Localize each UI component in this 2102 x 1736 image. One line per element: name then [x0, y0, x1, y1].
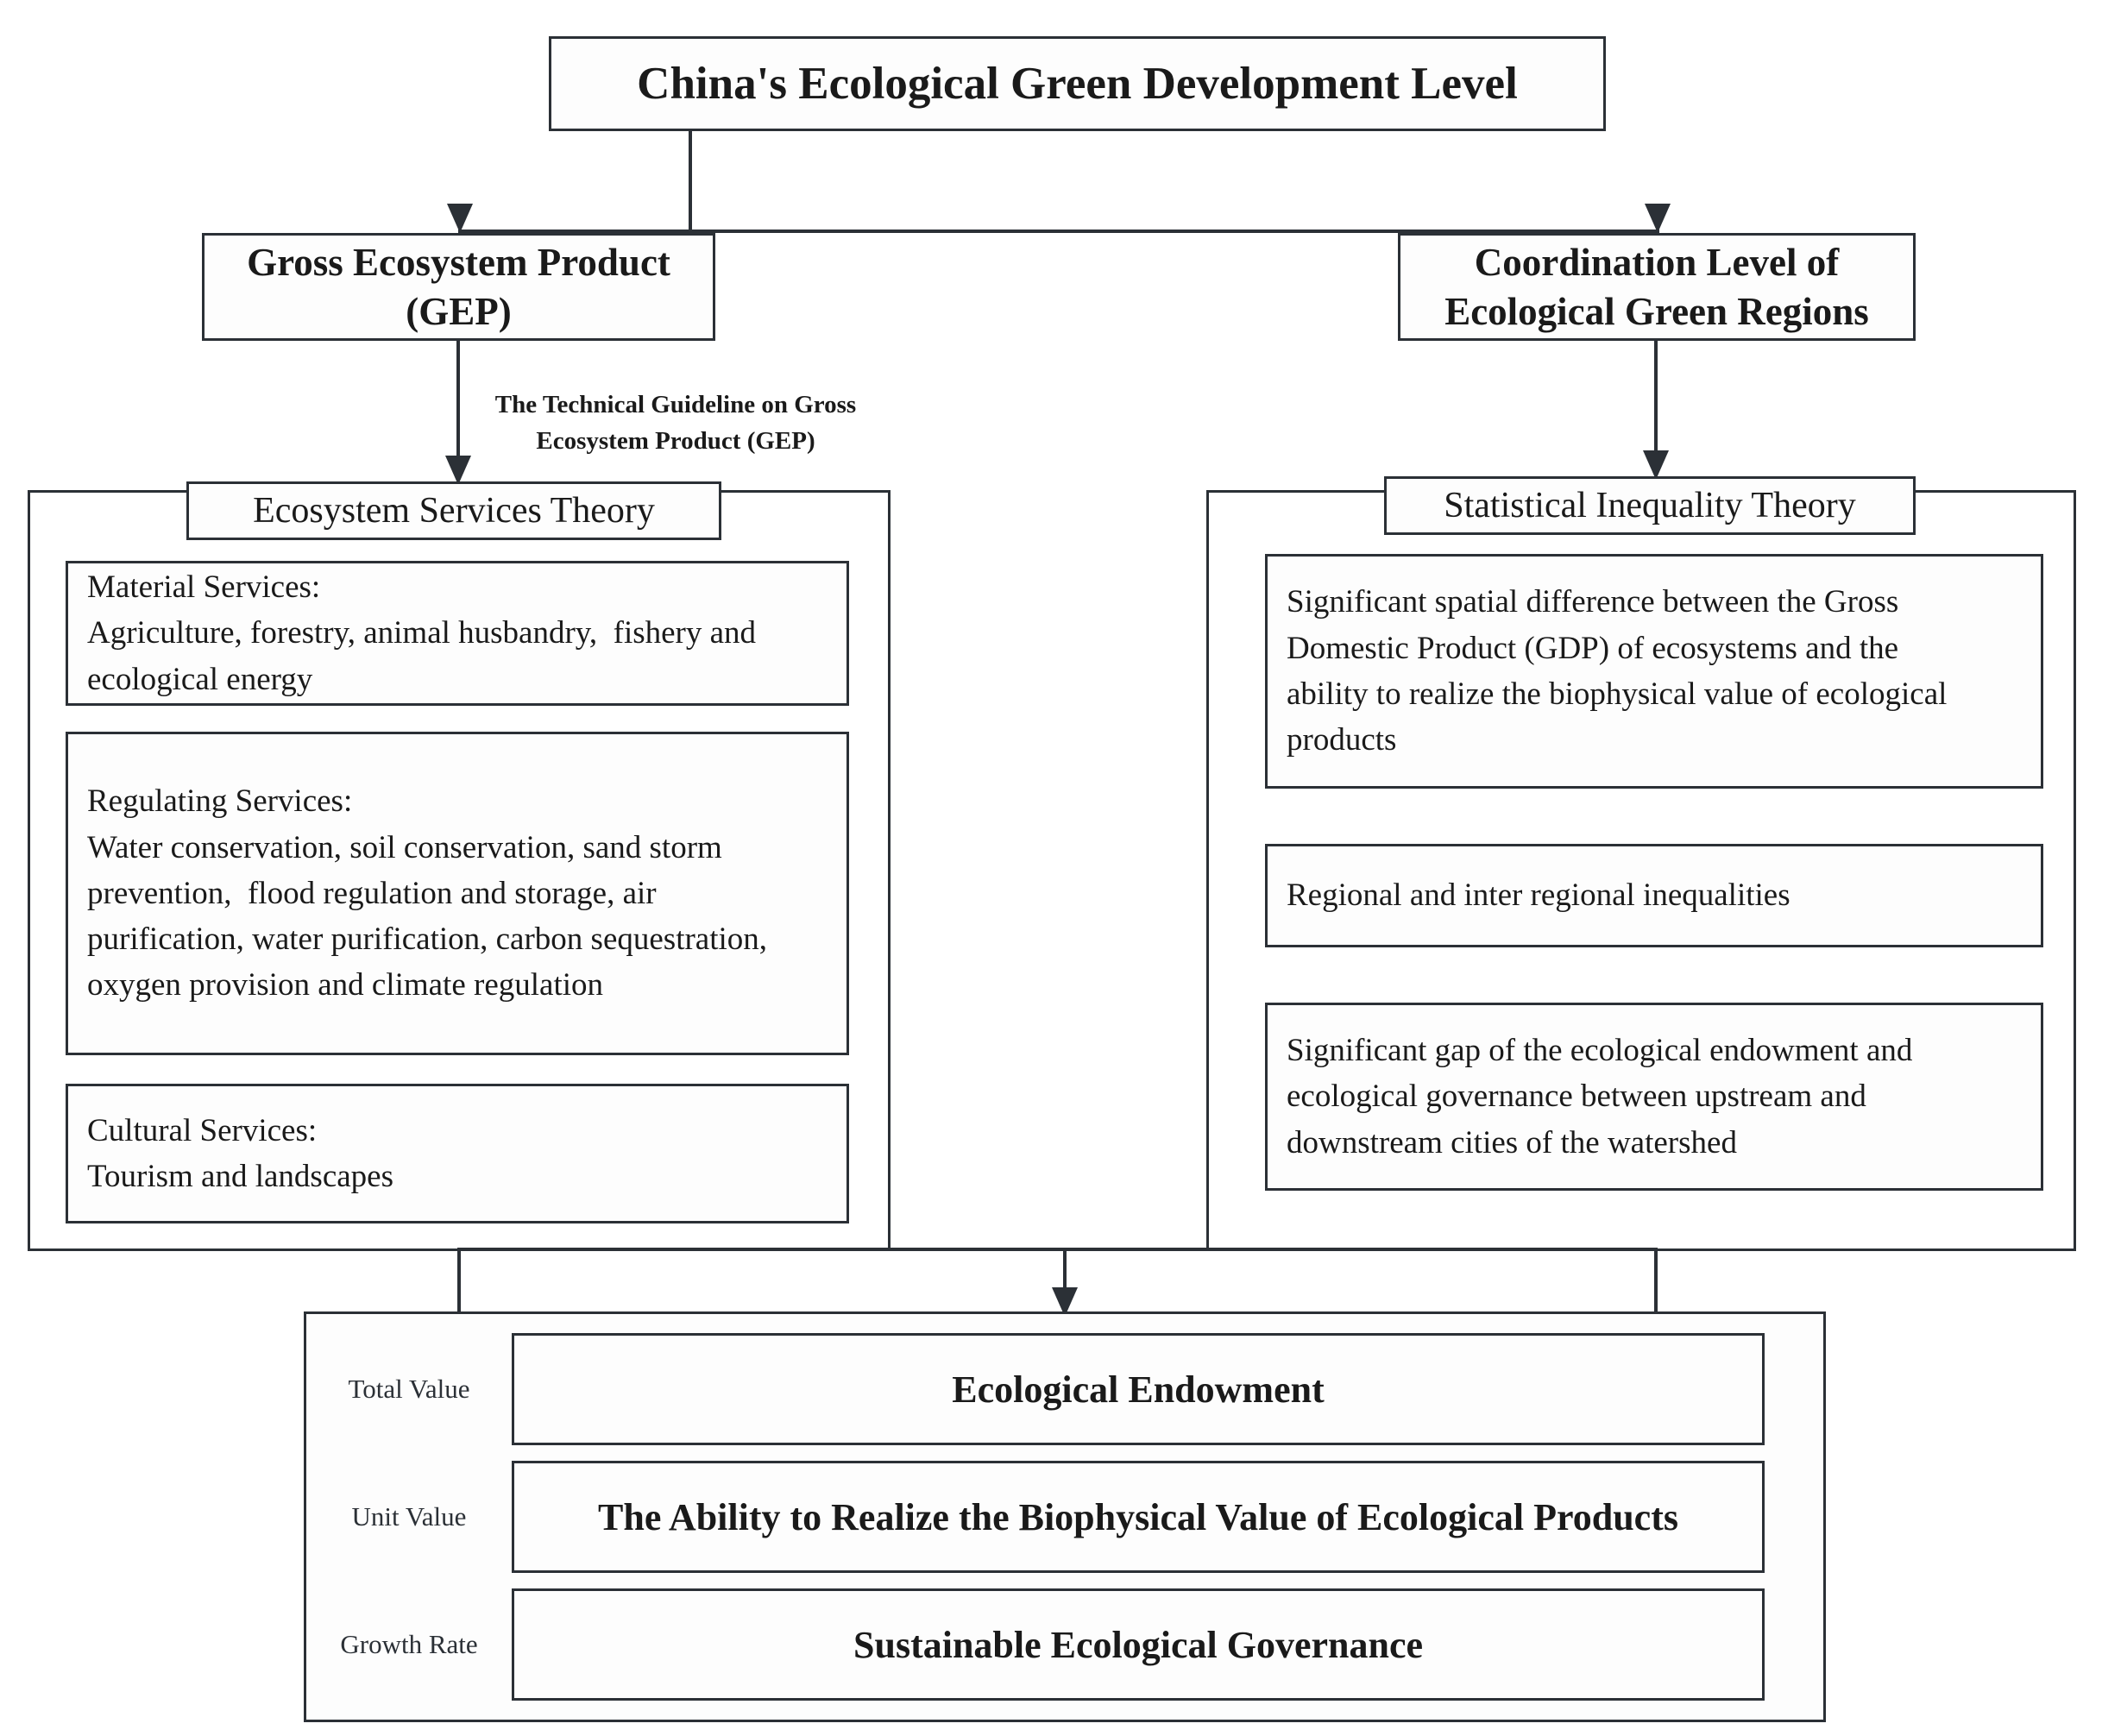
regulating-services-line-3: purification, water purification, carbon…	[87, 921, 768, 958]
spatial-difference-line-2: Domestic Product (GDP) of ecosystems and…	[1287, 630, 1899, 666]
result-row: Total Value Ecological Endowment	[306, 1333, 1823, 1445]
arrow-to-coordination	[1645, 204, 1671, 233]
gep-line-1: Gross Ecosystem Product	[247, 241, 670, 285]
regulating-services-line-2: prevention, flood regulation and storage…	[87, 875, 657, 911]
connector-title-stem	[689, 131, 692, 233]
spatial-difference-line-3: ability to realize the biophysical value…	[1287, 676, 1948, 712]
result-value-ecological-endowment: Ecological Endowment	[512, 1333, 1765, 1445]
coordination-line-2: Ecological Green Regions	[1444, 289, 1869, 333]
ecological-gap-line-2: ecological governance between upstream a…	[1287, 1079, 1866, 1115]
right-panel-header: Statistical Inequality Theory	[1384, 476, 1916, 535]
regulating-services-line-4: oxygen provision and climate regulation	[87, 967, 604, 1003]
connector-title-bar	[458, 230, 1659, 233]
connector-merge-stem	[1063, 1248, 1067, 1299]
connector-gep-stem	[456, 341, 460, 475]
ecological-gap-line-1: Significant gap of the ecological endowm…	[1287, 1033, 1913, 1069]
results-frame: Total Value Ecological Endowment Unit Va…	[304, 1311, 1826, 1722]
right-panel-header-text: Statistical Inequality Theory	[1444, 486, 1856, 525]
coordination-box: Coordination Level of Ecological Green R…	[1398, 233, 1916, 341]
spatial-difference-line-4: products	[1287, 722, 1397, 758]
arrow-to-gep	[447, 204, 473, 233]
root-title-box: China's Ecological Green Development Lev…	[549, 36, 1606, 131]
regulating-services-box: Regulating Services: Water conservation,…	[66, 732, 849, 1055]
result-row: Growth Rate Sustainable Ecological Gover…	[306, 1588, 1823, 1701]
gep-line-2: (GEP)	[406, 289, 512, 333]
gep-box: Gross Ecosystem Product (GEP)	[202, 233, 715, 341]
result-label-growth-rate: Growth Rate	[340, 1629, 478, 1659]
regional-inequalities-line-1: Regional and inter regional inequalities	[1287, 877, 1790, 914]
edge-label-line-2: Ecosystem Product (GEP)	[536, 427, 815, 456]
left-panel-header: Ecosystem Services Theory	[186, 481, 721, 540]
result-label-unit-value: Unit Value	[351, 1501, 467, 1532]
material-services-line-2: ecological energy	[87, 661, 313, 697]
regional-inequalities-box: Regional and inter regional inequalities	[1265, 844, 2043, 947]
arrow-gep-to-theory	[445, 456, 471, 485]
arrow-coordination-to-theory	[1643, 450, 1669, 480]
cultural-services-box: Cultural Services: Tourism and landscape…	[66, 1084, 849, 1223]
connector-right-panel-drop	[1654, 1251, 1658, 1334]
regulating-services-line-1: Water conservation, soil conservation, s…	[87, 829, 722, 865]
connector-coordination-stem	[1654, 341, 1658, 475]
connector-left-panel-drop	[457, 1251, 461, 1334]
edge-label-technical-guideline: The Technical Guideline on Gross Ecosyst…	[473, 387, 878, 459]
material-services-line-1: Agriculture, forestry, animal husbandry,…	[87, 615, 757, 651]
result-value-sustainable-governance: Sustainable Ecological Governance	[512, 1588, 1765, 1701]
ecological-gap-line-3: downstream cities of the watershed	[1287, 1124, 1737, 1160]
edge-label-line-1: The Technical Guideline on Gross	[494, 391, 857, 418]
material-services-box: Material Services: Agriculture, forestry…	[66, 561, 849, 706]
cultural-services-line-1: Tourism and landscapes	[87, 1159, 393, 1194]
spatial-difference-box: Significant spatial difference between t…	[1265, 554, 2043, 789]
spatial-difference-line-1: Significant spatial difference between t…	[1287, 584, 1899, 620]
left-panel-header-text: Ecosystem Services Theory	[253, 491, 655, 531]
regulating-services-title: Regulating Services:	[87, 783, 353, 820]
cultural-services-title: Cultural Services:	[87, 1112, 318, 1148]
result-label-total-value: Total Value	[348, 1374, 470, 1404]
ecological-gap-box: Significant gap of the ecological endowm…	[1265, 1003, 2043, 1191]
material-services-title: Material Services:	[87, 569, 321, 606]
result-value-biophysical-ability: The Ability to Realize the Biophysical V…	[512, 1461, 1765, 1573]
root-title-text: China's Ecological Green Development Lev…	[637, 58, 1518, 109]
result-row: Unit Value The Ability to Realize the Bi…	[306, 1461, 1823, 1573]
coordination-line-1: Coordination Level of	[1474, 241, 1840, 285]
connector-merge-bar	[457, 1248, 1658, 1251]
